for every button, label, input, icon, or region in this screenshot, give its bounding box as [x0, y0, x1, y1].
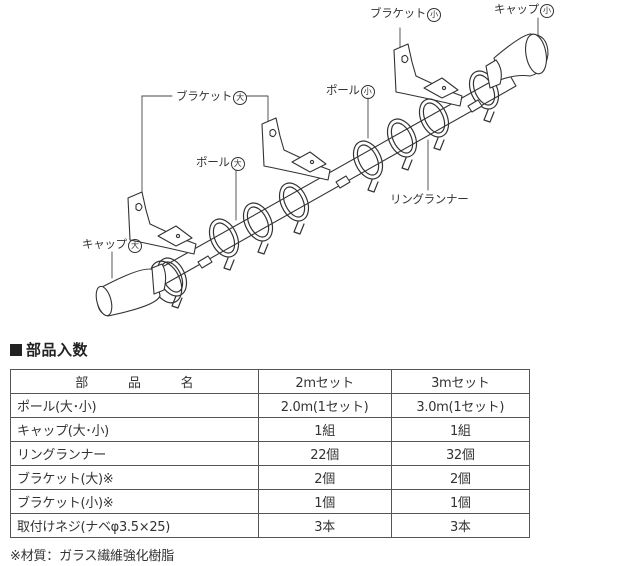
part-name: リングランナー: [10, 441, 259, 466]
header-2m-set: 2mセット: [257, 369, 392, 394]
bracket-large-left: [127, 191, 197, 255]
size-badge-small: 小: [427, 8, 441, 22]
table-row: 取付けネジ(ナベφ3.5×25) 3本 3本: [10, 513, 531, 538]
table-row: ブラケット(小)※ 1個 1個: [10, 489, 531, 514]
table-header-row: 部 品 名 2mセット 3mセット: [10, 369, 531, 394]
curtain-rod-diagram: ブラケット小 キャップ小 ブラケット大 ポール小 ポール大 リングランナー キャ…: [82, 2, 554, 317]
square-bullet-icon: [10, 344, 22, 356]
part-name: キャップ(大･小): [10, 417, 259, 442]
header-char: 品: [127, 376, 141, 391]
ring-runners: [149, 70, 500, 309]
qty-3m: 3本: [390, 513, 531, 538]
pole-joints: [197, 99, 483, 269]
size-badge-large: 大: [127, 239, 142, 253]
label-pole-large: ポール大: [196, 155, 245, 171]
part-name: ブラケット(大)※: [10, 465, 259, 490]
qty-2m: 22個: [257, 441, 392, 466]
bracket-small: [393, 43, 463, 107]
bracket-large-middle: [261, 117, 331, 181]
label-text: キャップ: [82, 237, 127, 251]
pole: [117, 71, 517, 307]
qty-3m: 1組: [390, 417, 531, 442]
qty-3m: 3.0m(1セット): [390, 393, 531, 418]
curtain-rod-illustration: [95, 17, 549, 317]
size-badge-large: 大: [233, 91, 247, 105]
cap-small: [485, 33, 549, 89]
size-badge-small: 小: [360, 85, 375, 99]
qty-3m: 32個: [390, 441, 531, 466]
label-text: ブラケット: [176, 89, 232, 103]
label-text: ポール: [326, 83, 360, 97]
qty-3m: 1個: [390, 489, 531, 514]
size-badge-large: 大: [230, 157, 245, 171]
qty-2m: 1組: [257, 417, 392, 442]
header-char: 部: [75, 376, 88, 391]
size-badge-small: 小: [539, 4, 554, 18]
table-row: リングランナー 22個 32個: [10, 441, 531, 466]
label-bracket-small: ブラケット小: [370, 6, 441, 22]
label-text: ブラケット: [370, 6, 426, 20]
header-part-name: 部品名: [10, 369, 259, 394]
section-title-text: 部品入数: [26, 341, 89, 359]
parts-count-table: 部 品 名 2mセット 3mセット ポール(大･小) 2.0m(1セット) 3.0m…: [10, 369, 531, 538]
leader-lines: [111, 17, 539, 279]
part-name: ポール(大･小): [10, 393, 259, 418]
material-note: ※材質：ガラス繊維強化樹脂: [10, 549, 175, 564]
qty-2m: 2個: [257, 465, 392, 490]
part-name: ブラケット(小)※: [10, 489, 259, 514]
qty-2m: 3本: [257, 513, 392, 538]
part-name: 取付けネジ(ナベφ3.5×25): [10, 513, 259, 538]
label-cap-small: キャップ小: [494, 2, 554, 18]
cap-large: [95, 263, 167, 317]
qty-2m: 2.0m(1セット): [257, 393, 392, 418]
label-text: キャップ: [494, 2, 539, 16]
label-ring-runner: リングランナー: [390, 192, 469, 206]
qty-3m: 2個: [390, 465, 531, 490]
label-pole-small: ポール小: [326, 83, 375, 99]
section-title: 部品入数: [10, 339, 88, 360]
label-bracket-large: ブラケット大: [176, 89, 247, 105]
label-text: ポール: [196, 155, 230, 169]
header-char: 名: [180, 376, 194, 391]
table-row: ポール(大･小) 2.0m(1セット) 3.0m(1セット): [10, 393, 531, 418]
table-row: キャップ(大･小) 1組 1組: [10, 417, 531, 442]
qty-2m: 1個: [257, 489, 392, 514]
header-3m-set: 3mセット: [390, 369, 531, 394]
table-row: ブラケット(大)※ 2個 2個: [10, 465, 531, 490]
label-text: リングランナー: [390, 192, 469, 206]
label-cap-large: キャップ大: [82, 237, 142, 253]
